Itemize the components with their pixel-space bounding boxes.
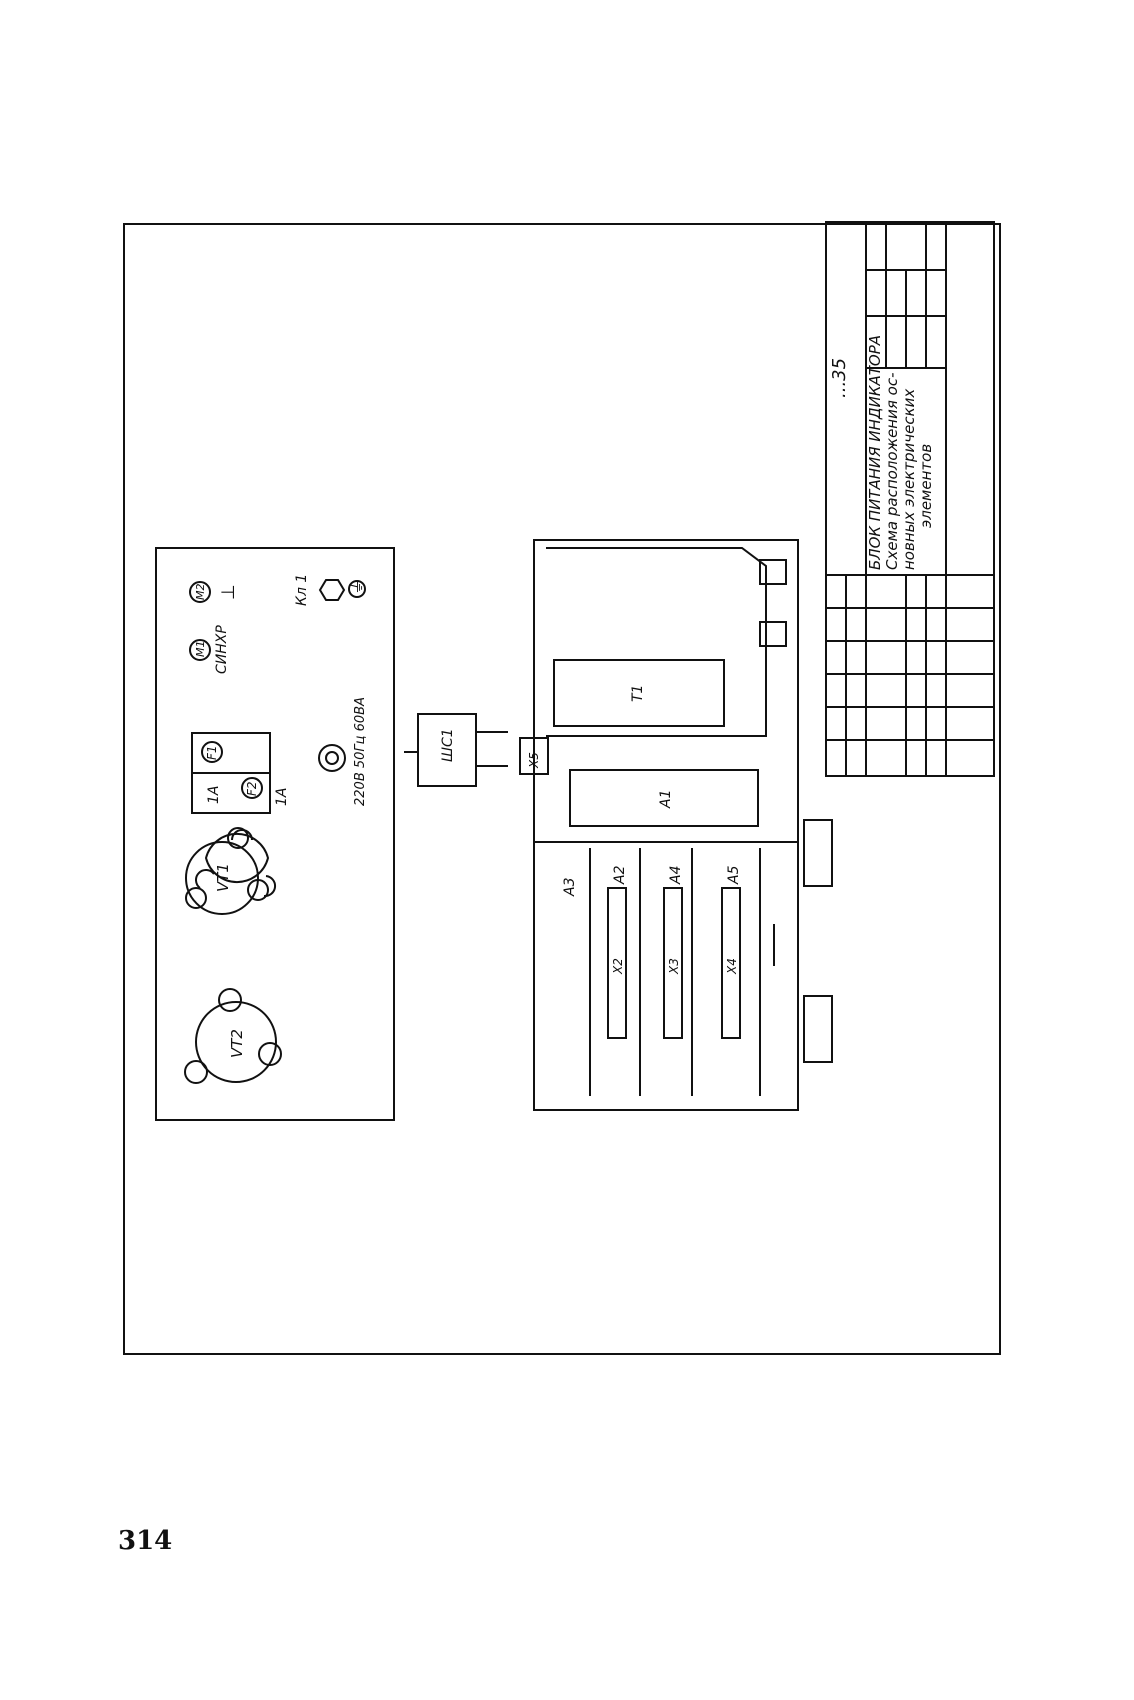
label-earth: ⏚ — [347, 580, 366, 596]
cable-plug — [404, 713, 508, 787]
label-f1: F1 — [205, 745, 219, 760]
title-block-code: ...35 — [829, 358, 850, 398]
title-block-title: БЛОК ПИТАНИЯ ИНДИКАТОРА — [866, 335, 884, 570]
label-m2: M2 — [194, 584, 207, 601]
label-vt1: VT1 — [214, 863, 232, 892]
module-a1 — [569, 769, 759, 827]
connector-x5 — [519, 737, 549, 775]
label-sync: СИНХР — [214, 625, 230, 674]
connector-x4 — [721, 887, 741, 1039]
label-a1: A1 — [658, 790, 674, 809]
title-block-subtitle-line-3: элементов — [917, 444, 935, 528]
connector-x3 — [663, 887, 683, 1039]
label-vt2: VT2 — [228, 1029, 246, 1058]
label-button-kn1: Кл 1 — [294, 574, 310, 606]
label-x3: X3 — [667, 958, 681, 975]
button-kn1 — [318, 579, 346, 601]
label-f2: F2 — [245, 781, 259, 796]
label-t1: T1 — [630, 685, 646, 702]
label-a5: A5 — [726, 865, 742, 885]
label-power: 220В 50Гц 60ВА — [353, 697, 368, 806]
label-m1: M1 — [194, 641, 207, 658]
page-number: 314 — [118, 1526, 173, 1556]
connector-x2 — [607, 887, 627, 1039]
power-switch — [318, 744, 346, 772]
label-x4: X4 — [725, 958, 739, 975]
title-block-subtitle-line-1: Схема расположения ос- — [883, 373, 901, 571]
label-x2: X2 — [611, 958, 625, 975]
label-x5: X5 — [527, 752, 541, 769]
chassis — [519, 539, 833, 1111]
label-a4: A4 — [668, 866, 684, 885]
tube-socket-vt1 — [195, 829, 276, 898]
label-fuse-rating-2: 1A — [274, 788, 290, 806]
label-plug: ШС1 — [440, 728, 456, 762]
label-a3: A3 — [562, 878, 578, 897]
meter-m1 — [189, 639, 211, 661]
title-block — [825, 221, 995, 777]
label-a2: A2 — [612, 865, 628, 885]
transformer-t1 — [553, 659, 725, 727]
meter-m2 — [189, 581, 211, 603]
title-block-subtitle-line-2: новных электрических — [900, 389, 918, 570]
drawing-frame — [123, 223, 1001, 1355]
label-fuse-rating-1: 1A — [206, 786, 222, 804]
label-ground: ⊥ — [218, 584, 239, 600]
front-panel — [155, 547, 395, 1121]
